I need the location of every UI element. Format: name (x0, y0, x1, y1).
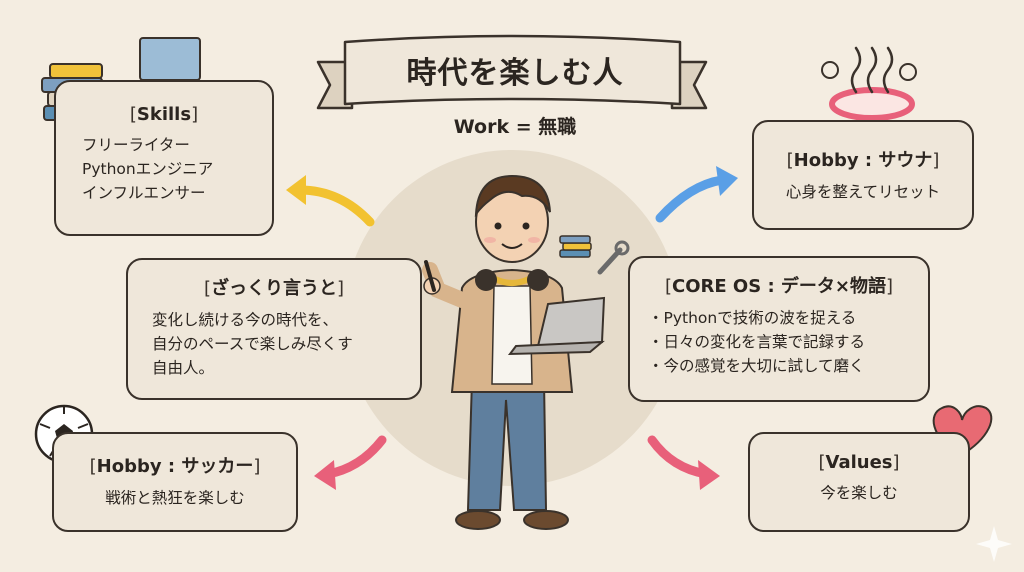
hobby-sauna-heading: [ Hobby : サウナ ] (786, 150, 940, 171)
hobby-soccer-card: [ Hobby : サッカー ] 戦術と熱狂を楽しむ (52, 432, 298, 532)
skills-list: フリーライター Pythonエンジニア インフルエンサー (56, 133, 272, 205)
sparkle-icon (976, 526, 1012, 562)
summary-line: 自由人。 (152, 359, 215, 377)
page-title: 時代を楽しむ人 (406, 56, 624, 91)
skills-heading-text: Skills (136, 104, 192, 125)
values-heading: [ Values ] (818, 452, 900, 473)
core-os-heading: [ CORE OS : データ×物語 ] (664, 276, 894, 297)
title-ribbon (316, 34, 708, 110)
arrow-to-soccer (314, 435, 387, 490)
arrow-to-sauna (655, 166, 738, 223)
core-os-item: ・Pythonで技術の波を捉える (648, 309, 857, 327)
core-os-heading-text: CORE OS : データ×物語 (671, 276, 886, 297)
hobby-sauna-text: 心身を整えてリセット (785, 183, 941, 201)
core-os-list: ・Pythonで技術の波を捉える ・日々の変化を言葉で記録する ・今の感覚を大切… (630, 306, 928, 378)
work-label: Work = 無職 (453, 116, 577, 138)
wrench-icon (597, 240, 630, 275)
summary-card: [ ざっくり言うと ] 変化し続ける今の時代を、 自分のペースで楽しみ尽くす 自… (126, 258, 422, 400)
core-os-card: [ CORE OS : データ×物語 ] ・Pythonで技術の波を捉える ・日… (628, 256, 930, 402)
hot-spring-icon (821, 46, 917, 121)
summary-line: 自分のペースで楽しみ尽くす (152, 335, 353, 353)
summary-line: 変化し続ける今の時代を、 (152, 311, 339, 329)
values-card: [ Values ] 今を楽しむ (748, 432, 970, 532)
skills-item: インフルエンサー (82, 184, 206, 202)
character-illustration (422, 174, 606, 530)
hobby-soccer-heading: [ Hobby : サッカー ] (89, 456, 261, 477)
values-heading-text: Values (825, 452, 893, 473)
hobby-sauna-heading-text: Hobby : サウナ (793, 150, 933, 171)
mini-books-icon (559, 235, 592, 258)
hobby-sauna-card: [ Hobby : サウナ ] 心身を整えてリセット (752, 120, 974, 230)
values-text: 今を楽しむ (820, 484, 898, 502)
skills-item: フリーライター (82, 136, 190, 154)
skills-card: [ Skills ] フリーライター Pythonエンジニア インフルエンサー (54, 80, 274, 236)
hobby-soccer-text: 戦術と熱狂を楽しむ (105, 489, 245, 507)
summary-text: 変化し続ける今の時代を、 自分のペースで楽しみ尽くす 自由人。 (128, 308, 420, 380)
arrow-to-values (647, 435, 720, 490)
skills-item: Pythonエンジニア (82, 160, 214, 178)
skills-heading: [ Skills ] (129, 104, 199, 125)
summary-heading-text: ざっくり言うと (211, 278, 337, 299)
summary-heading: [ ざっくり言うと ] (203, 278, 345, 299)
core-os-item: ・今の感覚を大切に試して磨く (648, 357, 865, 375)
hobby-soccer-heading-text: Hobby : サッカー (96, 456, 254, 477)
core-os-item: ・日々の変化を言葉で記録する (648, 333, 866, 351)
arrow-to-skills (286, 175, 375, 227)
